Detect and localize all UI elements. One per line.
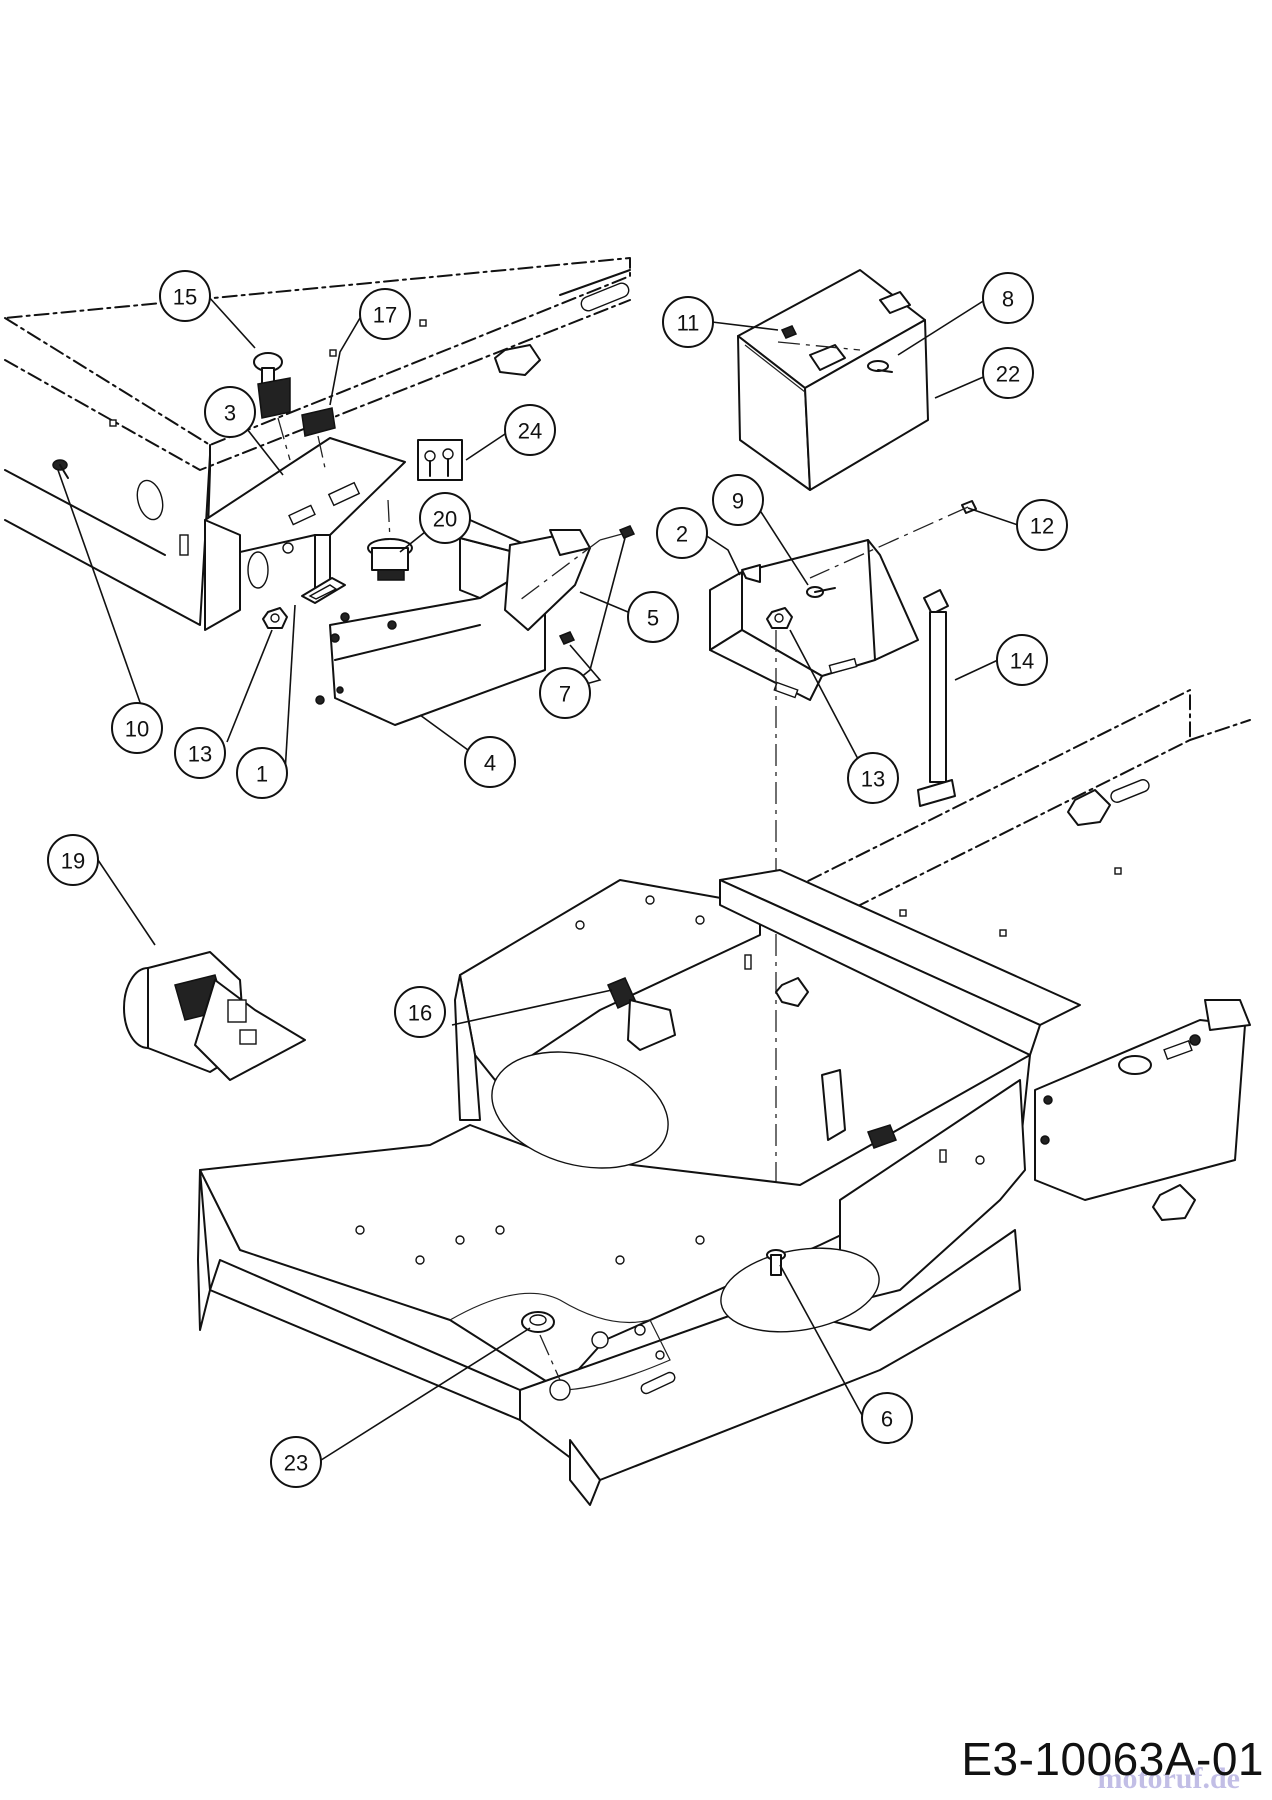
svg-text:8: 8 [1002, 287, 1014, 312]
callout-4: 4 [464, 736, 516, 788]
part-8-bolt [867, 360, 893, 373]
part-3-dash-panel [204, 437, 406, 631]
part-12-nut [961, 500, 977, 514]
part-14-strap [917, 589, 956, 807]
svg-text:4: 4 [484, 751, 496, 776]
seat-switch-assembly [821, 1069, 897, 1149]
part-9-bolt [806, 586, 836, 598]
callout-14: 14 [996, 634, 1048, 686]
callout-6: 6 [861, 1392, 913, 1444]
part-23-grommet [521, 1311, 561, 1381]
svg-text:17: 17 [373, 303, 397, 328]
callout-10: 10 [111, 702, 163, 754]
callout-20: 20 [419, 492, 471, 544]
callout-13-left: 13 [174, 727, 226, 779]
part-16-interlock-switch [607, 977, 676, 1051]
leader-lines [57, 295, 1019, 1463]
part-5-bracket [504, 529, 601, 631]
part-20-ignition-switch [367, 499, 413, 581]
watermark: motoruf.de [1097, 1762, 1240, 1795]
callout-13-right: 13 [847, 752, 899, 804]
left-frame-rail [4, 257, 631, 626]
part-6-bolt [766, 1249, 786, 1276]
svg-text:19: 19 [61, 849, 85, 874]
callout-11: 11 [662, 296, 714, 348]
callout-19: 19 [47, 834, 99, 886]
part-11-nut [780, 325, 798, 339]
svg-text:2: 2 [676, 522, 688, 547]
svg-text:11: 11 [677, 311, 700, 336]
tray-centerline [809, 506, 969, 579]
part-19-solenoid [123, 951, 306, 1081]
callout-9: 9 [712, 474, 764, 526]
callout-24: 24 [504, 404, 556, 456]
svg-text:10: 10 [125, 717, 149, 742]
callout-16: 16 [394, 986, 446, 1038]
callout-12: 12 [1016, 499, 1068, 551]
part-24-keys [417, 439, 463, 481]
svg-text:15: 15 [173, 285, 197, 310]
svg-text:13: 13 [188, 742, 212, 767]
callout-1: 1 [236, 747, 288, 799]
svg-text:13: 13 [861, 767, 885, 792]
svg-text:5: 5 [647, 606, 659, 631]
part-7-screws [558, 525, 636, 645]
part-15-pto-switch [253, 352, 291, 461]
drawing-reference-code: E3-10063A-01 [961, 1733, 1264, 1785]
part-13-nut-left [262, 607, 288, 629]
assembled-dash-housing [1034, 999, 1251, 1221]
svg-text:6: 6 [881, 1407, 893, 1432]
main-chassis-frame [197, 689, 1251, 1506]
svg-text:24: 24 [518, 419, 542, 444]
svg-text:12: 12 [1030, 514, 1054, 539]
svg-text:23: 23 [284, 1451, 308, 1476]
part-1-bezel [301, 577, 346, 604]
part-2-battery-tray [709, 539, 919, 701]
part-22-battery [737, 269, 929, 491]
svg-text:16: 16 [408, 1001, 432, 1026]
svg-text:7: 7 [559, 682, 571, 707]
callout-22: 22 [982, 347, 1034, 399]
part-13-nut-right [766, 607, 793, 629]
callout-7: 7 [539, 667, 591, 719]
callout-23: 23 [270, 1436, 322, 1488]
callout-8: 8 [982, 272, 1034, 324]
svg-text:1: 1 [256, 762, 268, 787]
svg-text:20: 20 [433, 507, 457, 532]
part-10-pin [52, 459, 69, 479]
svg-text:3: 3 [224, 401, 236, 426]
svg-text:22: 22 [996, 362, 1020, 387]
callout-5: 5 [627, 591, 679, 643]
svg-text:14: 14 [1010, 649, 1034, 674]
callout-17: 17 [359, 288, 411, 340]
callout-15: 15 [159, 270, 211, 322]
callout-2: 2 [656, 507, 708, 559]
callout-3: 3 [204, 386, 256, 438]
svg-text:9: 9 [732, 489, 744, 514]
part-17-switch [301, 407, 336, 469]
